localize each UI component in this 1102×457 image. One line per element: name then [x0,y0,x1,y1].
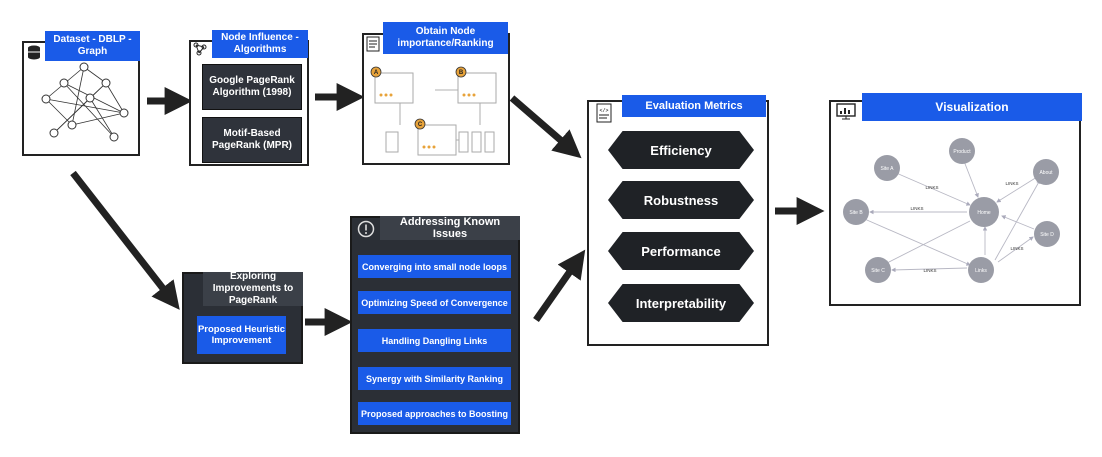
exploring-proposal: Proposed Heuristic Improvement [197,316,290,354]
edge [893,171,971,206]
node-home [969,197,999,227]
issue-item-loops: Converging into small node loops [358,255,511,278]
algorithm-mpr: Motif-Based PageRank (MPR) [202,117,302,163]
metrics-title: Evaluation Metrics [622,95,766,117]
ranking-title: Obtain Node importance/Ranking [383,22,508,54]
node-site-c [865,257,891,283]
node-label-site-d: Site D [1040,232,1054,238]
database-icon [26,44,42,60]
badge-b: B [459,70,464,76]
node-label-links: Links [975,268,987,274]
edge [996,176,1038,203]
node-product [949,138,975,164]
metric-performance: Performance [608,232,754,270]
node-about [1033,159,1059,185]
node-links [968,257,994,283]
badge-c: C [418,122,423,128]
code-document-icon: </> [596,103,612,123]
node-label-site-a: Site A [880,166,894,172]
arrow-dataset-to-exploring [70,170,180,310]
warning-icon [357,220,375,238]
badge-a: A [374,70,379,76]
node-site-b [843,199,869,225]
node-site-a [874,155,900,181]
monitor-chart-icon [836,103,856,121]
edge [891,267,968,273]
issue-item-synergy: Synergy with Similarity Ranking [358,367,511,390]
node-site-d [1034,221,1060,247]
issue-item-boosting: Proposed approaches to Boosting [358,402,511,425]
node-label-site-c: Site C [871,268,885,274]
dataset-title: Dataset - DBLP - Graph [45,31,140,61]
edge [884,220,971,265]
algorithm-pagerank: Google PageRank Algorithm (1998) [202,64,302,110]
graph-thumbnail [41,62,129,142]
node-label-product: Product [953,149,971,155]
metric-efficiency: Efficiency [608,131,754,169]
edge-label: LINKS [925,185,938,190]
node-label-home: Home [977,210,991,216]
visualization-title: Visualization [862,93,1082,121]
exploring-title: Exploring Improvements to PageRank [203,271,303,306]
metric-interpretability: Interpretability [608,284,754,322]
edge [997,236,1034,263]
metric-robustness: Robustness [608,181,754,219]
arrow-ranking-to-metrics [509,95,582,159]
network-icon [193,42,207,56]
issue-item-speed: Optimizing Speed of Convergence [358,291,511,314]
document-icon [366,36,380,52]
edge-label: LINKS [1010,246,1023,251]
node-label-about: About [1039,170,1053,176]
edge-label: LINKS [910,206,923,211]
issue-item-dangling: Handling Dangling Links [358,329,511,352]
influence-title: Node Influence - Algorithms [212,30,308,58]
edge-label: LINKS [1005,181,1018,186]
edge-label: LINKS [923,268,936,273]
svg-text:</>: </> [599,108,608,114]
issues-title: Addressing Known Issues [380,216,520,240]
arrow-issues-to-metrics [533,249,586,323]
edge [1001,215,1035,230]
edge [994,179,1041,261]
node-label-site-b: Site B [849,210,863,216]
edge [859,216,971,266]
